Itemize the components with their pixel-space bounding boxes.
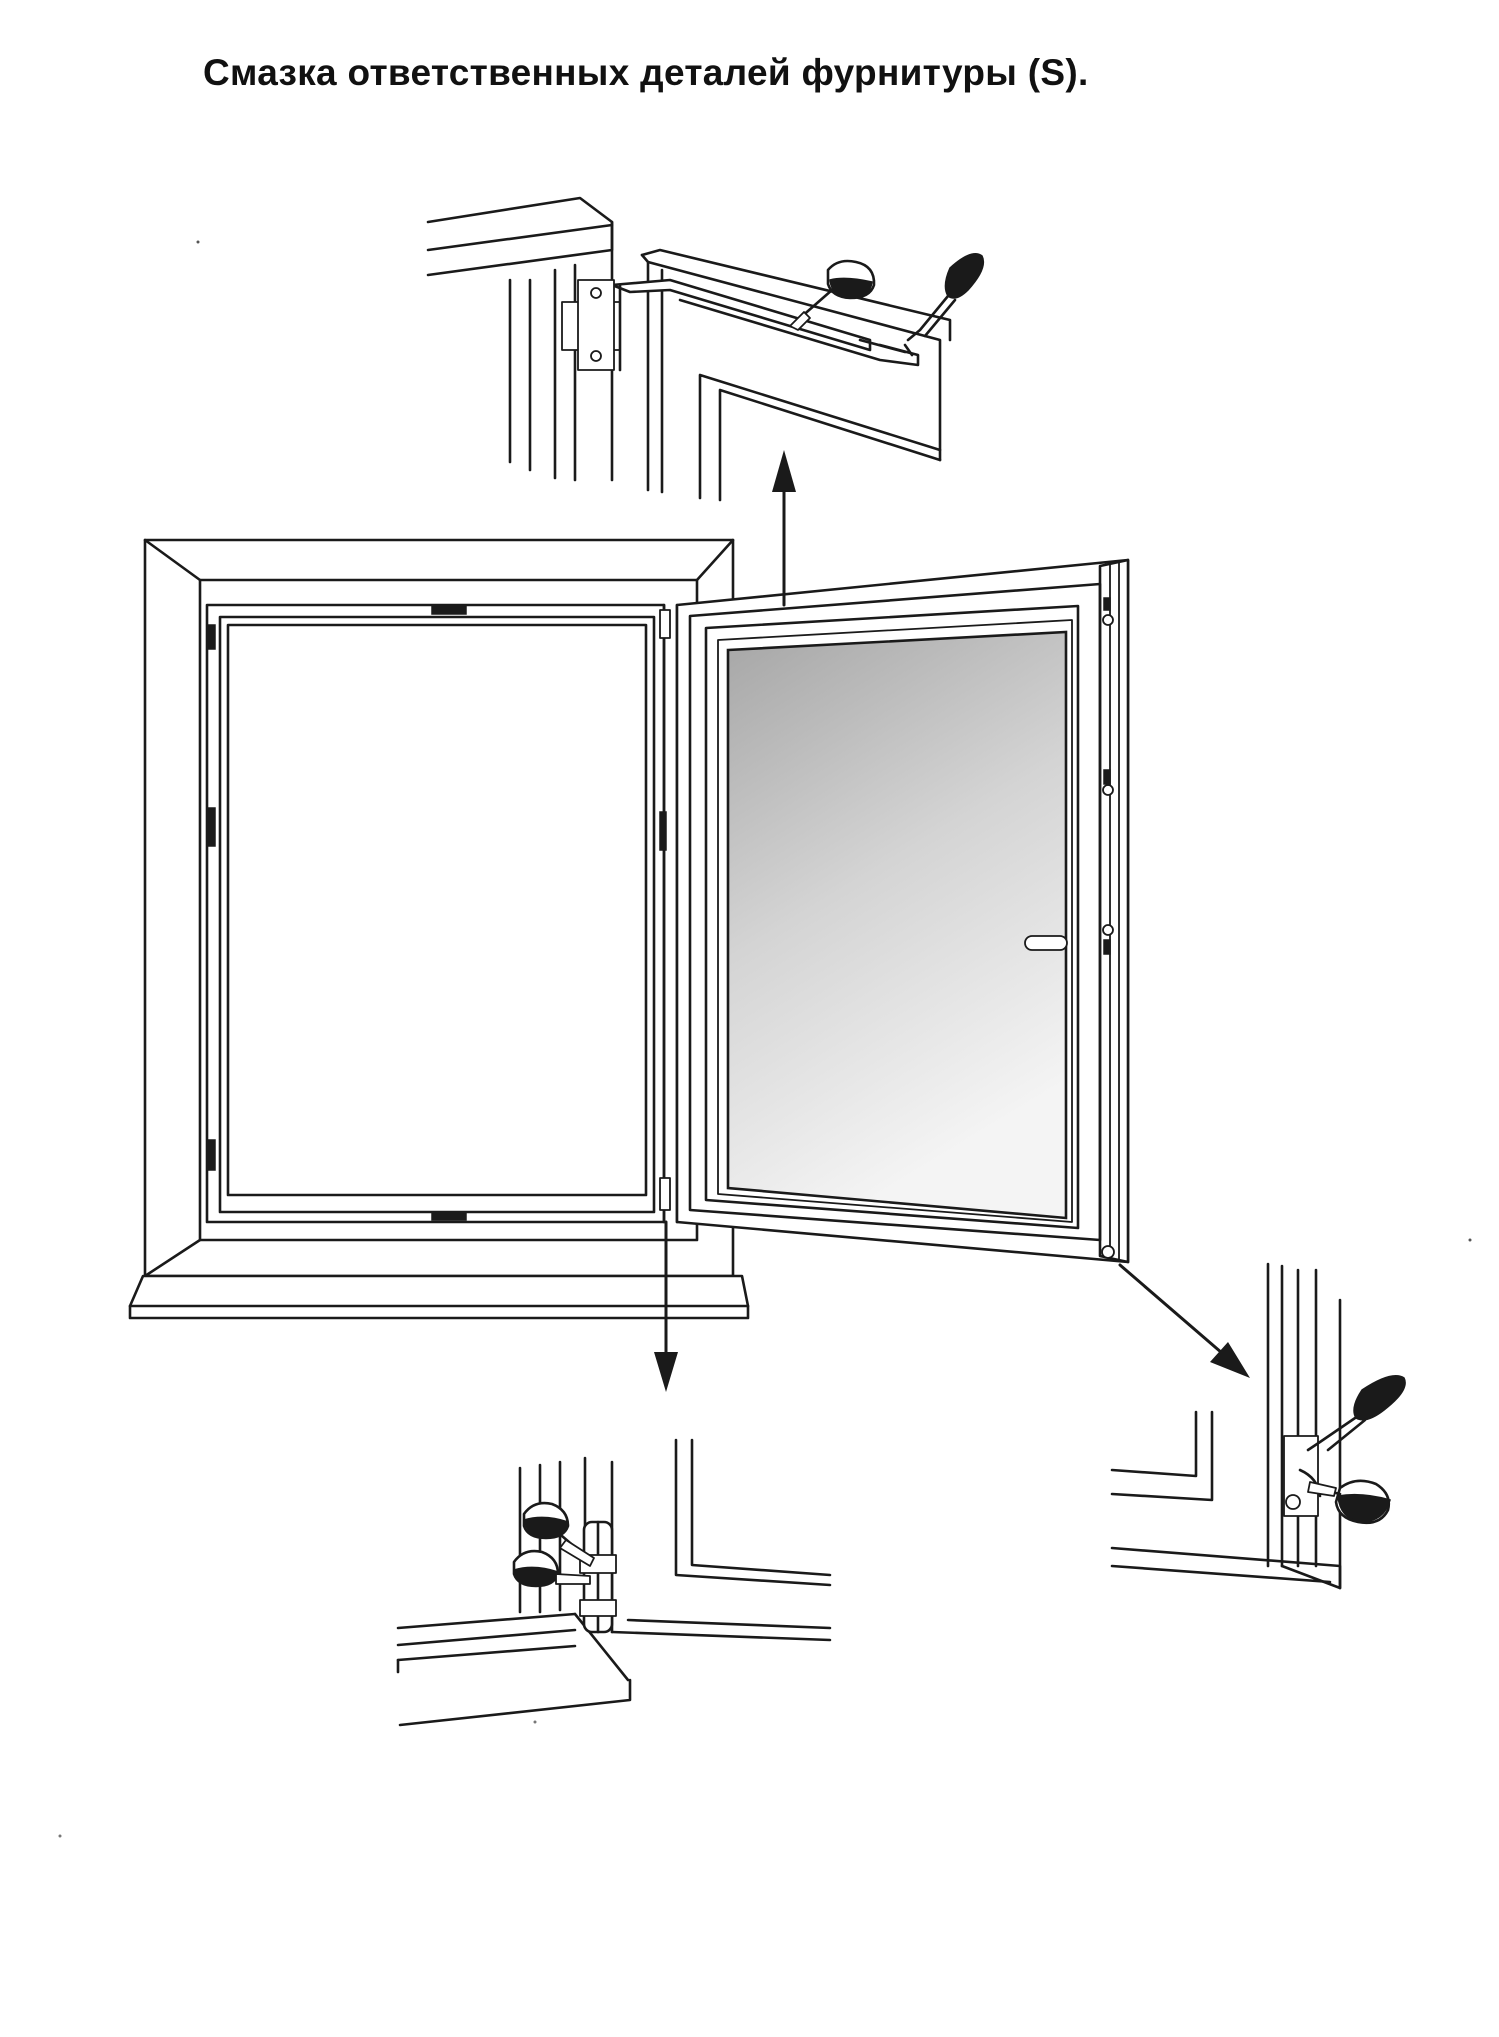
page-title: Смазка ответственных деталей фурнитуры (… xyxy=(203,52,1089,93)
sash-glass xyxy=(726,630,1068,1220)
window-sill xyxy=(128,1274,750,1308)
keeper-right-mid xyxy=(659,811,667,851)
window-frame xyxy=(128,538,750,1320)
open-sash xyxy=(675,558,1130,1264)
hardware-point-1 xyxy=(1102,614,1114,626)
detail-top-scissor-stay xyxy=(426,196,985,502)
oil-can-icon xyxy=(903,253,985,357)
oil-can-icon xyxy=(1306,1375,1406,1452)
detail-bottom-hinge xyxy=(396,1438,832,1727)
oil-can-icon xyxy=(789,259,876,331)
oil-can-icon xyxy=(522,1501,595,1567)
keeper-top xyxy=(431,605,467,615)
keeper-left-bottom xyxy=(206,1139,216,1171)
sash-handle xyxy=(1024,935,1068,951)
hardware-point-3 xyxy=(1102,924,1114,936)
keeper-left-mid xyxy=(206,807,216,847)
frame-hinge-top xyxy=(659,609,671,639)
hardware-point-2 xyxy=(1102,784,1114,796)
hardware-point-4 xyxy=(1101,1245,1115,1259)
detail-right-corner-hinge xyxy=(1110,1262,1406,1590)
frame-hinge-bottom xyxy=(659,1177,671,1211)
keeper-left-top xyxy=(206,624,216,650)
arrow-icon xyxy=(654,450,1250,1392)
keeper-bottom xyxy=(431,1211,467,1221)
corner-hinge-plate xyxy=(1283,1435,1319,1517)
oil-can-icon xyxy=(512,1549,591,1588)
oil-can-icon xyxy=(1307,1479,1391,1525)
